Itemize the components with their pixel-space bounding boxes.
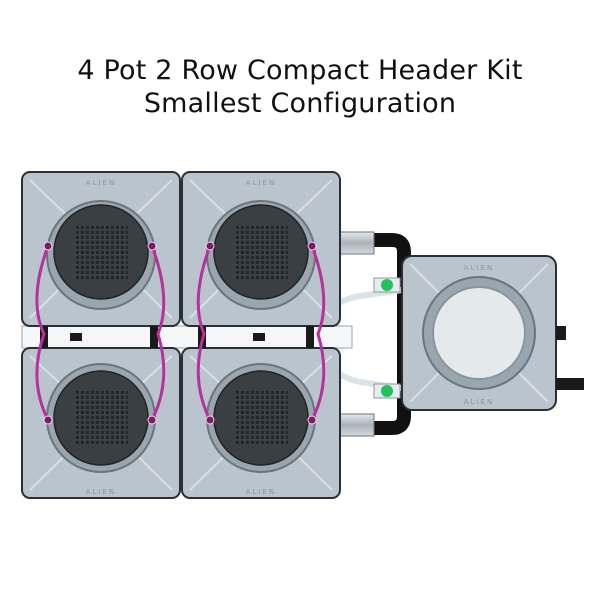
- brand-label: ALIEN: [464, 264, 494, 272]
- reservoir-tank: ALIEN ALIEN: [401, 255, 584, 411]
- valve-icon: [373, 277, 401, 399]
- header-pipe: [372, 233, 411, 435]
- magenta-tubes: [35, 245, 326, 421]
- brand-label: ALIEN: [246, 488, 276, 496]
- grow-pot-bottom-right: ALIEN: [181, 347, 341, 499]
- brand-label: ALIEN: [86, 179, 116, 187]
- brand-label: ALIEN: [246, 179, 276, 187]
- grow-pot-top-right: ALIEN: [181, 171, 341, 327]
- drain-outlet: [556, 378, 584, 390]
- brand-label: ALIEN: [464, 398, 494, 406]
- grow-pot: ALIEN ALIEN ALIEN ALIEN: [21, 171, 341, 499]
- reservoir-lid: [432, 286, 526, 380]
- page-title: 4 Pot 2 Row Compact Header Kit Smallest …: [0, 54, 600, 120]
- grow-pot-bottom-left: ALIEN: [21, 347, 181, 499]
- grow-pot-top-left: ALIEN: [21, 171, 181, 327]
- elbow-connector-top: [339, 231, 375, 255]
- elbow-connector-bottom: [339, 413, 375, 437]
- title-line-2: Smallest Configuration: [143, 88, 457, 119]
- title-line-1: 4 Pot 2 Row Compact Header Kit: [77, 55, 523, 86]
- brand-label: ALIEN: [86, 488, 116, 496]
